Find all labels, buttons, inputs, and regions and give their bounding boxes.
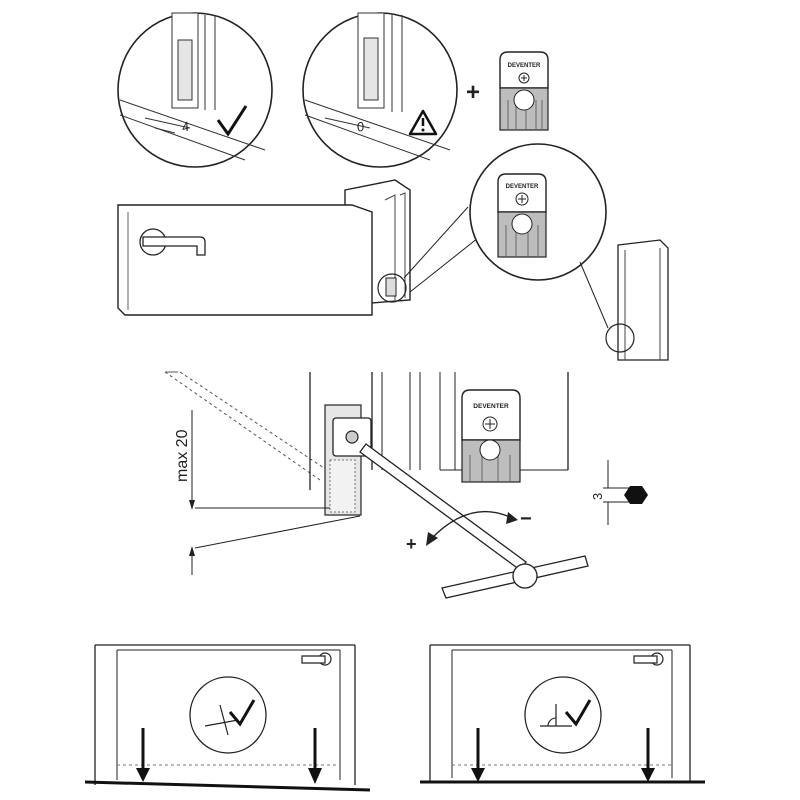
floor-line: [84, 780, 371, 792]
cap-brand-label-zoom: DEVENTER: [506, 184, 539, 190]
check-icon: [228, 699, 256, 727]
plus-sign: +: [466, 79, 480, 106]
rotation-arrow: [429, 510, 513, 541]
warning-icon: [408, 109, 438, 136]
check-icon: [216, 105, 248, 137]
down-arrow-icon: [471, 728, 485, 782]
frame-profile: [605, 239, 669, 361]
door-front-left: [84, 644, 371, 792]
max-gap-label: max 20: [174, 429, 191, 482]
adjustment-scene: DEVENTER max 20 + − 3: [164, 371, 648, 599]
detail-circle-warning: 0: [302, 12, 458, 168]
detail-circle-correct: 4: [117, 12, 273, 168]
check-icon: [564, 699, 592, 727]
door-handle-right: [633, 652, 664, 666]
angle-floor-icon: [204, 704, 239, 736]
hex-nut-icon: [624, 486, 648, 504]
gap-bad-value: 0: [355, 118, 367, 135]
door-handle-left: [301, 652, 332, 666]
hex-size-label: 3: [590, 493, 605, 500]
plus-sign-rotation: +: [406, 534, 417, 554]
cap-brand-label: DEVENTER: [508, 63, 541, 69]
cap-brand-label-adjust: DEVENTER: [473, 403, 509, 410]
zoom-circle-end-cap: DEVENTER: [469, 143, 607, 281]
end-cap-part: DEVENTER: [499, 51, 549, 131]
down-arrow-icon: [641, 728, 655, 782]
down-arrow-icon: [136, 728, 150, 782]
hex-key-tool: [359, 443, 589, 599]
door-front-right: [420, 644, 705, 784]
down-arrow-icon: [308, 728, 322, 784]
right-angle-floor-icon: [540, 704, 572, 727]
door-overview: [117, 179, 411, 316]
minus-sign-rotation: −: [520, 508, 532, 530]
door-handle: [139, 228, 206, 256]
gap-ok-value: 4: [180, 119, 191, 135]
